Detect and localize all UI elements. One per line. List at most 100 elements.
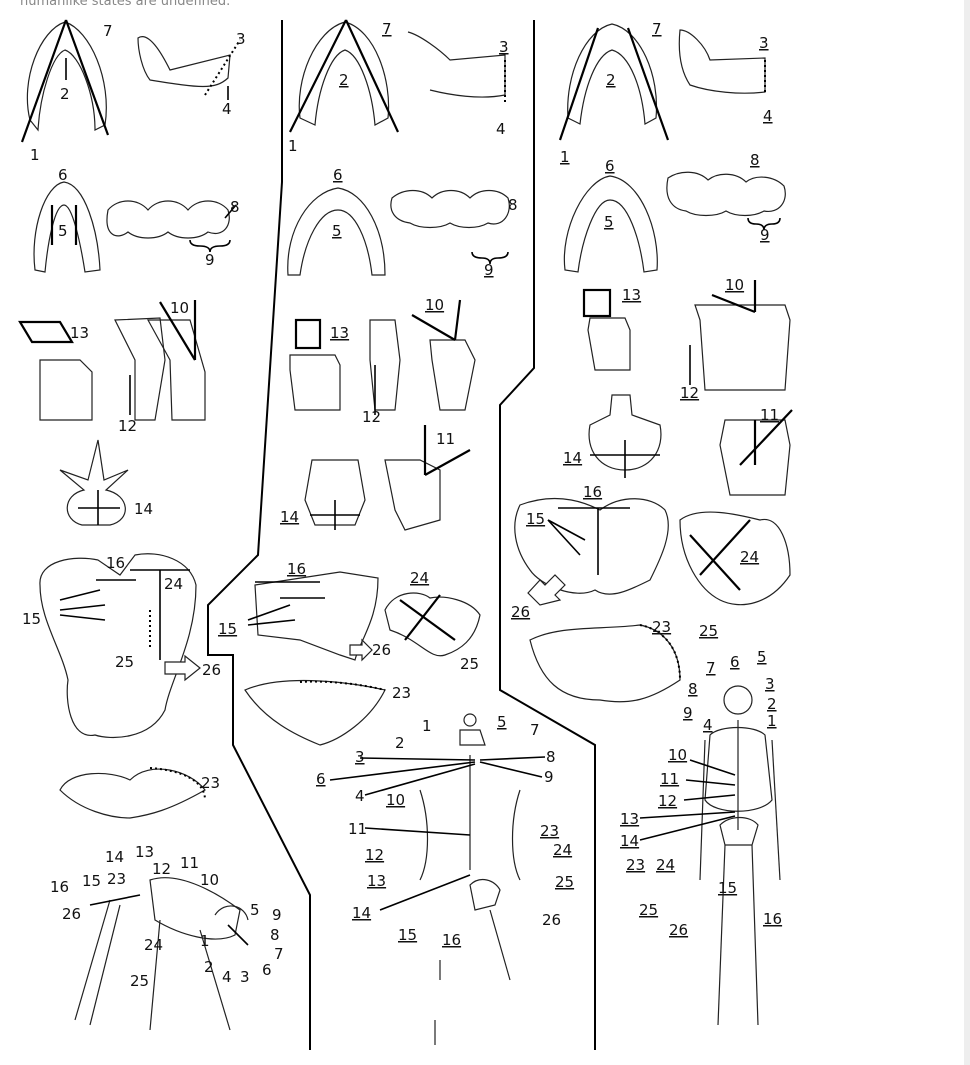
label-6: 6	[316, 770, 326, 788]
label-11: 11	[760, 406, 779, 424]
label-5: 5	[497, 713, 507, 731]
label-26: 26	[542, 911, 561, 929]
fossil-skeleton-lucy	[419, 713, 521, 1045]
label-2: 2	[204, 958, 214, 976]
label-23: 23	[540, 822, 559, 840]
caption-fragment: humanlike states are undefined.	[20, 0, 231, 9]
label-4: 4	[703, 716, 713, 734]
label-5: 5	[58, 222, 68, 240]
label-5: 5	[757, 648, 767, 666]
label-26: 26	[669, 921, 688, 939]
chimp-pelvis	[39, 553, 201, 739]
labels-left: 7 3 2 4 1 6 5 8 9 10 13 12 14 16 24 15 2…	[22, 22, 284, 990]
label-3: 3	[765, 675, 775, 693]
label-13: 13	[622, 286, 641, 304]
label-12: 12	[658, 792, 677, 810]
label-10: 10	[725, 276, 744, 294]
chimp-vertebra-13	[18, 320, 93, 421]
label-14: 14	[563, 449, 582, 467]
label-3: 3	[759, 34, 769, 52]
human-vertebrae	[582, 280, 791, 391]
human-vertebrae-11-14	[588, 394, 793, 496]
label-13: 13	[135, 843, 154, 861]
label-24: 24	[164, 575, 183, 593]
fossil-molars	[390, 189, 510, 265]
label-3: 3	[499, 38, 509, 56]
label-3: 3	[240, 968, 250, 986]
label-8: 8	[750, 151, 760, 169]
pointer-lines	[59, 519, 736, 911]
label-25: 25	[130, 972, 149, 990]
chimp-jaw-side	[137, 36, 241, 100]
label-13: 13	[330, 324, 349, 342]
label-23: 23	[652, 618, 671, 636]
label-10: 10	[170, 299, 189, 317]
chimp-jaw-top	[20, 19, 110, 143]
human-mandible-small	[563, 175, 658, 273]
label-5: 5	[604, 213, 614, 231]
label-1: 1	[30, 146, 40, 164]
label-11: 11	[180, 854, 199, 872]
label-2: 2	[767, 695, 777, 713]
label-8: 8	[546, 748, 556, 766]
label-10: 10	[200, 871, 219, 889]
label-23: 23	[107, 870, 126, 888]
label-16: 16	[442, 931, 461, 949]
human-jaw-top	[558, 23, 670, 141]
label-24: 24	[144, 936, 163, 954]
label-25: 25	[555, 873, 574, 891]
chimp-vertebra-14	[59, 439, 129, 526]
human-jaw-side	[678, 29, 766, 95]
label-16: 16	[106, 554, 125, 572]
chimp-mandible-small	[33, 181, 101, 273]
label-5: 5	[332, 222, 342, 240]
fossil-mandible-small	[287, 187, 386, 276]
label-14: 14	[105, 848, 124, 866]
human-sacrum-24	[679, 511, 791, 606]
label-23: 23	[626, 856, 645, 874]
chimp-skeleton	[74, 877, 249, 1031]
label-12: 12	[152, 860, 171, 878]
label-2: 2	[60, 85, 70, 103]
label-11: 11	[660, 770, 679, 788]
label-10: 10	[425, 296, 444, 314]
label-24: 24	[740, 548, 759, 566]
label-15: 15	[398, 926, 417, 944]
label-4: 4	[763, 107, 773, 125]
label-26: 26	[511, 603, 530, 621]
label-15: 15	[218, 620, 237, 638]
label-2: 2	[395, 734, 405, 752]
label-24: 24	[656, 856, 675, 874]
label-23: 23	[201, 774, 220, 792]
label-1: 1	[560, 148, 570, 166]
label-9: 9	[683, 704, 693, 722]
label-9: 9	[205, 251, 215, 269]
label-8: 8	[688, 680, 698, 698]
label-9: 9	[544, 768, 554, 786]
label-25: 25	[115, 653, 134, 671]
fossil-pelvis	[254, 571, 379, 662]
label-26: 26	[372, 641, 391, 659]
label-9: 9	[760, 226, 770, 244]
label-25: 25	[639, 901, 658, 919]
label-11: 11	[348, 820, 367, 838]
label-4: 4	[222, 100, 232, 118]
scrollbar[interactable]	[964, 0, 970, 1065]
label-24: 24	[410, 569, 429, 587]
human-molars	[666, 171, 786, 231]
label-4: 4	[496, 120, 506, 138]
label-2: 2	[339, 71, 349, 89]
fossil-sacrum-23	[244, 679, 386, 746]
label-9: 9	[484, 261, 494, 279]
label-6: 6	[730, 653, 740, 671]
label-13: 13	[620, 810, 639, 828]
label-1: 1	[422, 717, 432, 735]
label-1: 1	[767, 712, 777, 730]
label-10: 10	[668, 746, 687, 764]
label-14: 14	[280, 508, 299, 526]
label-13: 13	[367, 872, 386, 890]
label-2: 2	[606, 71, 616, 89]
label-24: 24	[553, 841, 572, 859]
label-25: 25	[699, 622, 718, 640]
